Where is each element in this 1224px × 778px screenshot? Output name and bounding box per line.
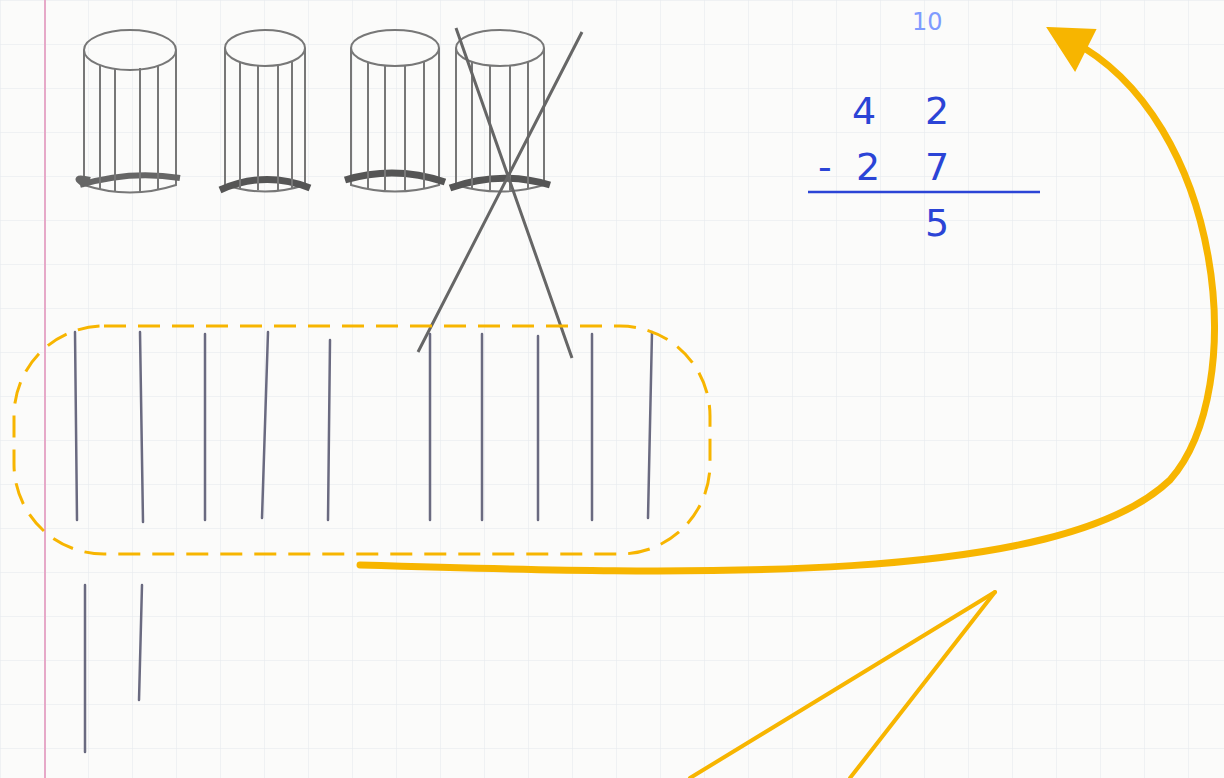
digit: 4 [852,92,876,130]
loose-sticks [75,332,652,752]
dashed-group-outline [14,326,710,554]
leader-lines [690,592,995,778]
digit: 5 [925,204,949,242]
regroup-number: 10 [912,10,943,34]
margin-line [44,0,46,778]
digit: 7 [925,148,949,186]
minus-sign: - [818,148,832,186]
stick-bundles [79,28,582,358]
digit: 2 [856,148,880,186]
yellow-arrow [360,28,1214,571]
sum-line [808,191,1040,194]
digit: 2 [925,92,949,130]
